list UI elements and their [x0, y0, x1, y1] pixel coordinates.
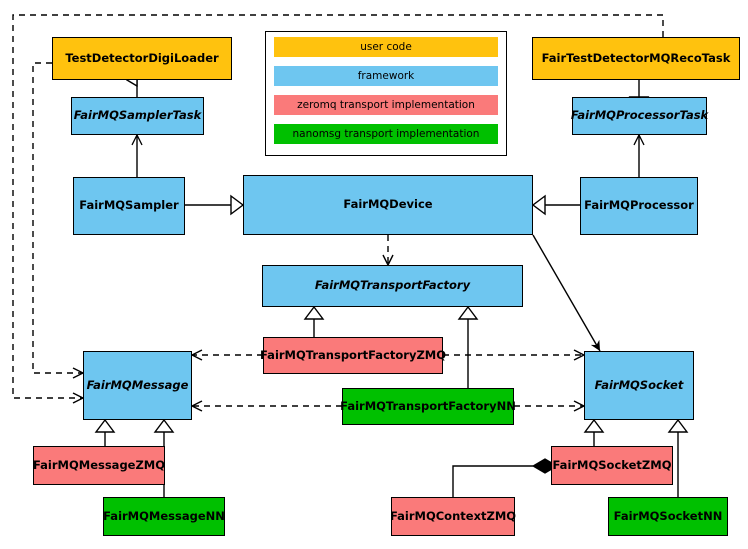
- edge-sampler-inherits-device-g: [185, 194, 245, 216]
- class-box-FairMQDevice[interactable]: FairMQDevice: [243, 175, 533, 235]
- legend-item-user-code: user code: [274, 37, 498, 57]
- class-label: FairMQMessageZMQ: [32, 457, 166, 472]
- class-label: FairMQSocket: [594, 377, 684, 392]
- class-box-FairMQTransportFactoryNN[interactable]: FairMQTransportFactoryNN: [340, 388, 516, 425]
- class-box-FairMQSocket[interactable]: FairMQSocket: [584, 351, 694, 420]
- class-box-FairMQSocketNN[interactable]: FairMQSocketNN: [608, 497, 728, 536]
- class-label: FairMQProcessorTask: [570, 108, 709, 123]
- legend-item-framework: framework: [274, 66, 498, 86]
- edge-factoryzmq-inherits-factory: [303, 305, 325, 337]
- class-label: FairMQMessage: [86, 377, 189, 392]
- legend-label: zeromq transport implementation: [297, 99, 475, 111]
- edge-socketzmq-inherits-socket: [583, 418, 605, 446]
- class-label: FairMQTransportFactoryZMQ: [260, 347, 447, 362]
- class-label: TestDetectorDigiLoader: [65, 50, 219, 65]
- edge-digiloader-depends-message: [32, 62, 83, 373]
- class-box-FairMQSamplerTask[interactable]: FairMQSamplerTask: [71, 97, 204, 135]
- class-label: FairMQTransportFactory: [314, 278, 471, 293]
- class-label: FairMQTransportFactoryNN: [340, 398, 516, 413]
- class-box-FairMQSampler[interactable]: FairMQSampler: [73, 177, 185, 235]
- edge-processor-inherits-device: [531, 194, 580, 216]
- class-label: FairMQSocketZMQ: [552, 457, 672, 472]
- edge-device-assoc-socket: [532, 234, 601, 352]
- legend-label: user code: [360, 41, 412, 53]
- edge-socketnn-inherits-socket: [667, 418, 689, 497]
- edge-factorynn-inherits-factory: [457, 305, 479, 388]
- legend-item-zeromq: zeromq transport implementation: [274, 95, 498, 115]
- class-box-FairMQContextZMQ[interactable]: FairMQContextZMQ: [389, 497, 517, 536]
- class-box-TestDetectorDigiLoader[interactable]: TestDetectorDigiLoader: [52, 37, 232, 80]
- class-label: FairMQProcessor: [584, 198, 694, 213]
- class-box-FairMQProcessorTask[interactable]: FairMQProcessorTask: [570, 97, 709, 135]
- class-box-FairMQTransportFactory[interactable]: FairMQTransportFactory: [262, 265, 523, 307]
- class-label: FairMQSocketNN: [613, 508, 723, 523]
- edge-recotask-depends-message: [12, 14, 664, 398]
- class-box-FairMQProcessor[interactable]: FairMQProcessor: [580, 177, 698, 235]
- class-box-FairTestDetectorMQRecoTask[interactable]: FairTestDetectorMQRecoTask: [532, 37, 740, 80]
- class-label: FairTestDetectorMQRecoTask: [541, 50, 731, 65]
- class-label: FairMQDevice: [343, 197, 433, 212]
- edge-socketzmq-composes-contextzmq: [452, 458, 559, 497]
- class-box-FairMQSocketZMQ[interactable]: FairMQSocketZMQ: [551, 446, 673, 485]
- class-box-FairMQMessageNN[interactable]: FairMQMessageNN: [103, 497, 225, 536]
- legend-label: framework: [357, 70, 415, 82]
- class-box-FairMQMessage[interactable]: FairMQMessage: [83, 351, 192, 420]
- class-box-FairMQTransportFactoryZMQ[interactable]: FairMQTransportFactoryZMQ: [260, 337, 447, 374]
- legend-item-nanomsg: nanomsg transport implementation: [274, 124, 498, 144]
- class-label: FairMQSampler: [79, 198, 179, 213]
- legend-label: nanomsg transport implementation: [292, 128, 480, 140]
- class-box-FairMQMessageZMQ[interactable]: FairMQMessageZMQ: [33, 446, 165, 485]
- class-label: FairMQMessageNN: [103, 508, 225, 523]
- edge-messagezmq-inherits-message: [94, 418, 116, 446]
- class-label: FairMQContextZMQ: [389, 508, 517, 523]
- class-label: FairMQSamplerTask: [73, 108, 202, 123]
